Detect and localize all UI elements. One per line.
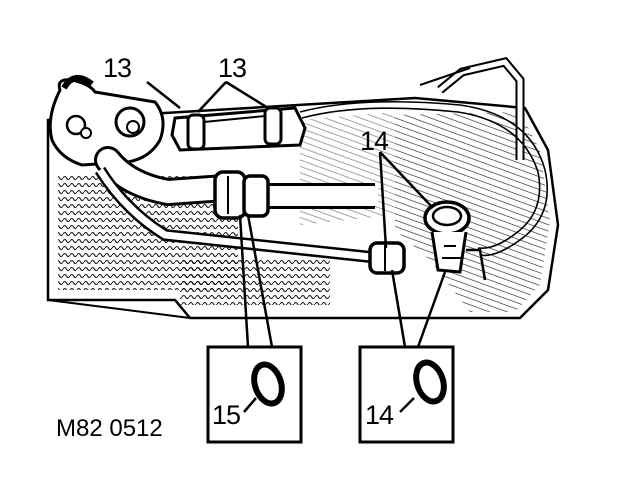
figure-code: M82 0512 bbox=[56, 415, 163, 442]
detail-box-15 bbox=[206, 345, 303, 444]
clip-bracket bbox=[170, 106, 307, 152]
expansion-valve-block bbox=[48, 75, 165, 167]
leader-lines bbox=[146, 80, 434, 249]
callout-15-detail: 15 bbox=[212, 400, 241, 430]
callout-14-pipe: 14 bbox=[360, 126, 389, 156]
callout-14-detail: 14 bbox=[365, 400, 394, 430]
callout-13-right: 13 bbox=[218, 53, 247, 83]
capillary-tube bbox=[299, 100, 548, 257]
detail-connectors bbox=[238, 214, 447, 348]
suction-pipe bbox=[94, 146, 378, 209]
detail-box-14 bbox=[358, 345, 455, 444]
liquid-pipe bbox=[94, 166, 381, 264]
valve-union bbox=[423, 200, 487, 281]
end-tank bbox=[419, 56, 525, 160]
callout-13-left: 13 bbox=[103, 53, 132, 83]
suction-pipe-union bbox=[213, 170, 270, 220]
liquid-pipe-union bbox=[368, 241, 406, 275]
